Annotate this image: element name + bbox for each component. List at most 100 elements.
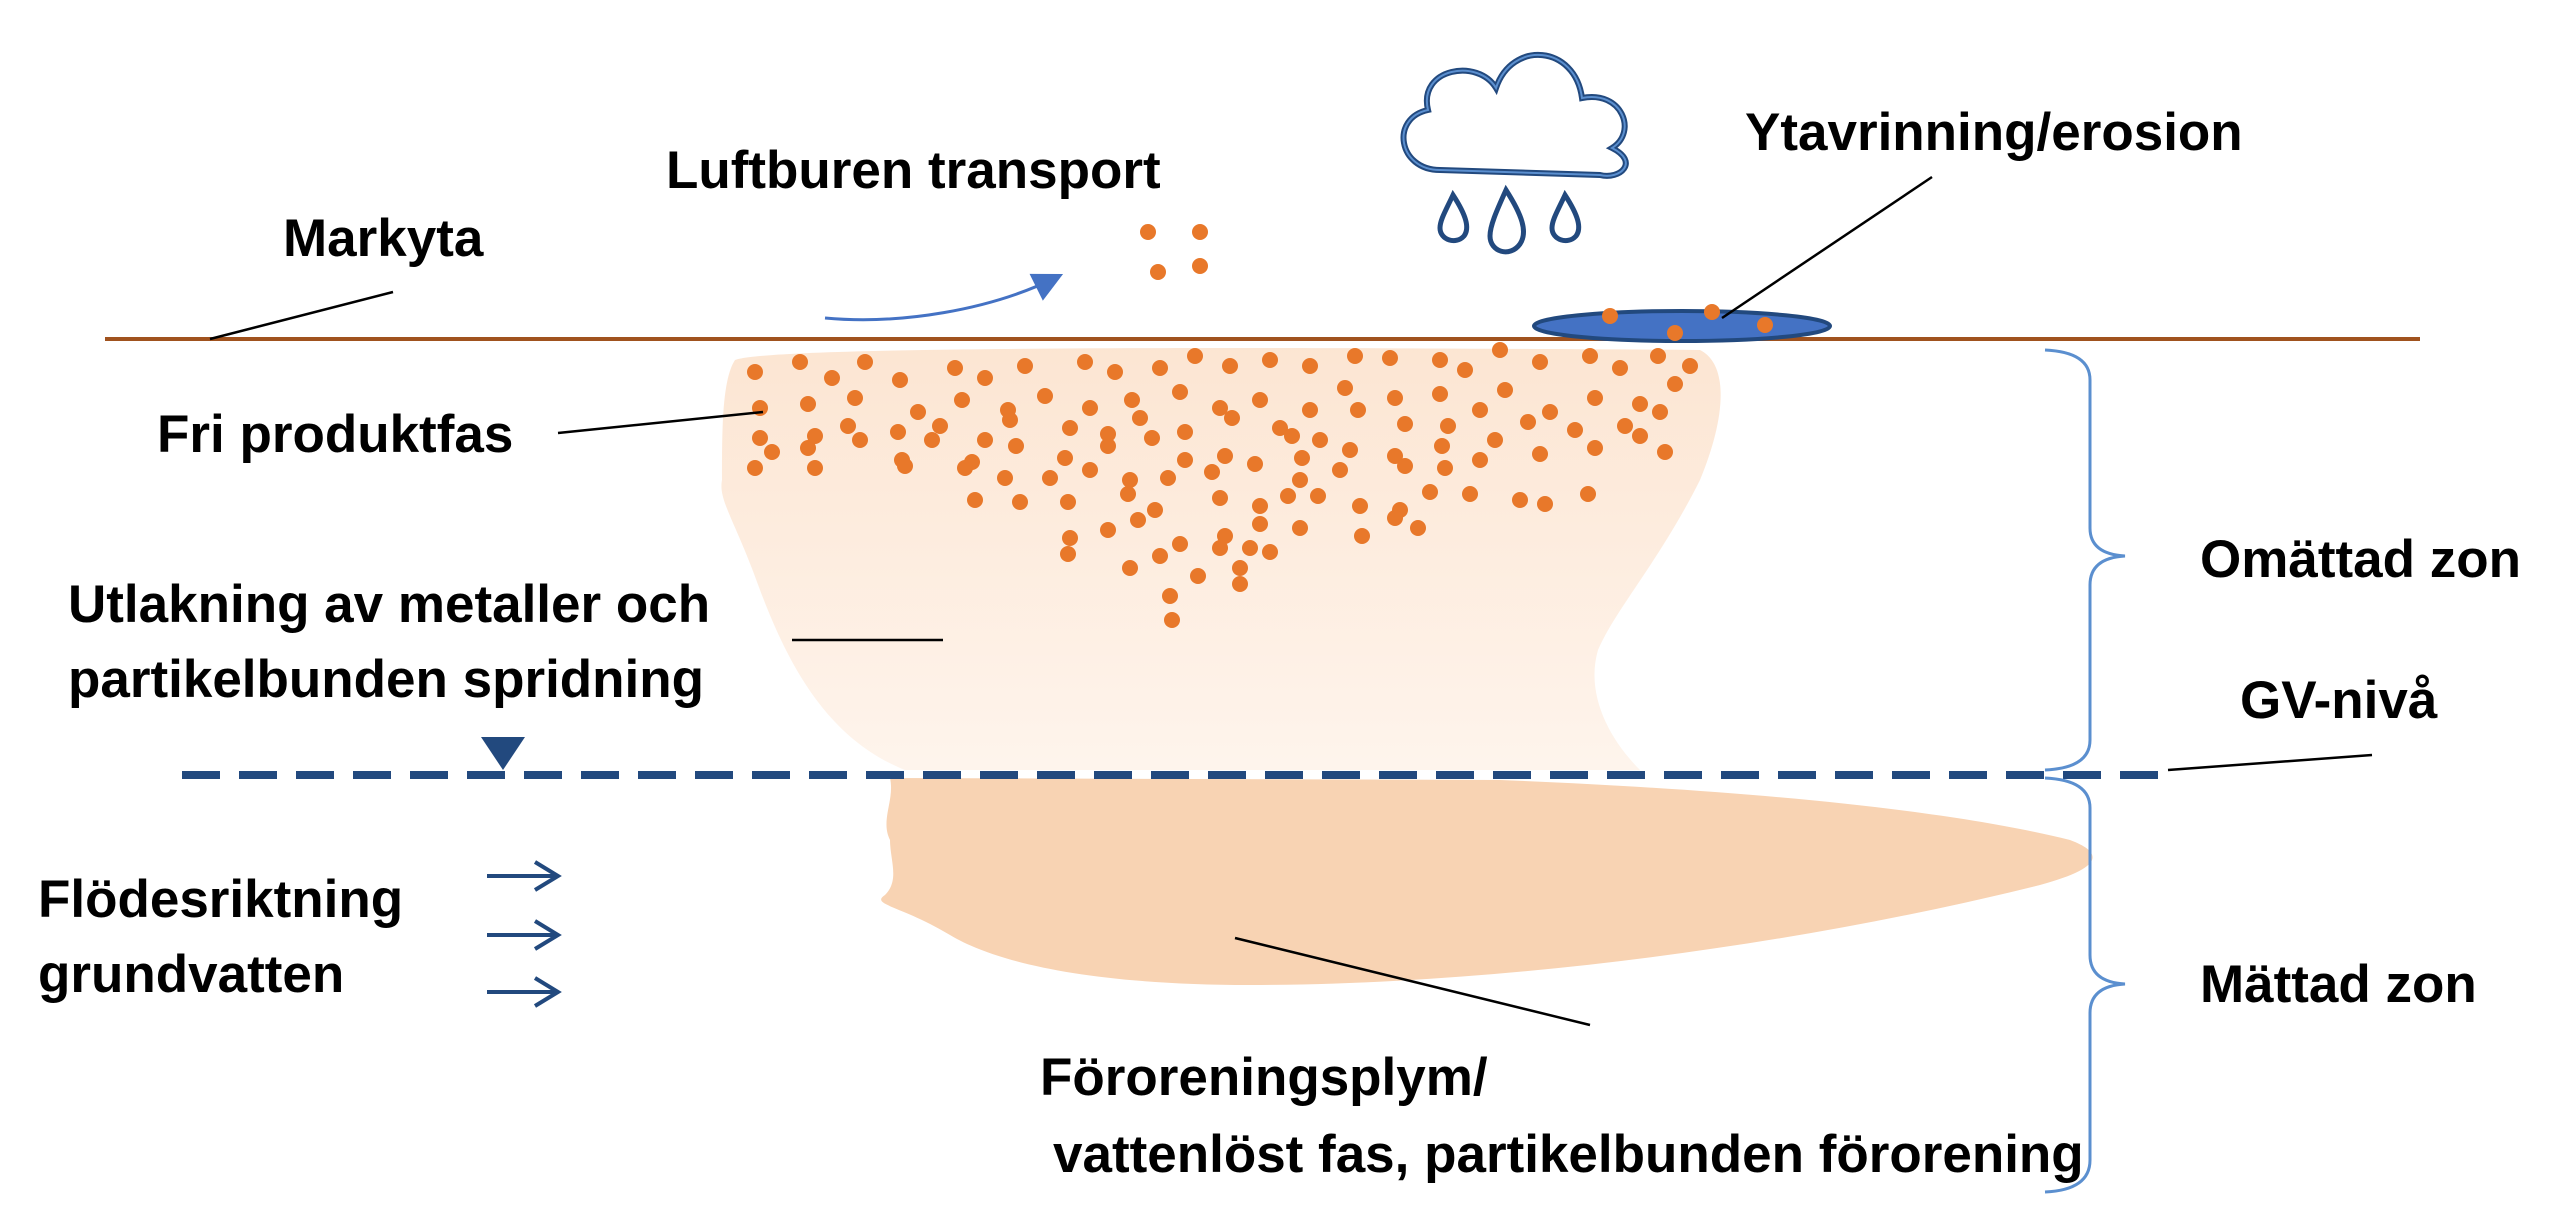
contaminant-particle	[1657, 444, 1673, 460]
contaminant-particle	[1192, 224, 1208, 240]
contaminant-particle	[1434, 438, 1450, 454]
contaminant-particle	[1144, 430, 1160, 446]
contaminant-particle	[1284, 428, 1300, 444]
contaminant-particle	[1612, 360, 1628, 376]
contaminant-particle	[1462, 486, 1478, 502]
leaching-label-line2: partikelbunden spridning	[68, 650, 704, 709]
contaminant-particle	[1354, 528, 1370, 544]
contaminant-particle	[1542, 404, 1558, 420]
contaminant-particle	[1617, 418, 1633, 434]
free-product-label: Fri produktfas	[157, 405, 513, 464]
rain-cloud-icon	[1400, 51, 1629, 255]
contaminant-particle	[1580, 486, 1596, 502]
contaminant-particle	[1172, 536, 1188, 552]
contaminant-particle	[1397, 458, 1413, 474]
contaminant-particle	[1342, 442, 1358, 458]
contaminant-particle	[1567, 422, 1583, 438]
contaminant-particle	[1232, 576, 1248, 592]
contaminant-particle	[1212, 490, 1228, 506]
contaminant-particle	[947, 360, 963, 376]
contaminant-particle	[1177, 424, 1193, 440]
contaminant-particle	[1632, 428, 1648, 444]
contaminant-particle	[1272, 420, 1288, 436]
contaminant-particle	[1652, 404, 1668, 420]
contaminant-particle	[910, 404, 926, 420]
contaminant-particle	[892, 372, 908, 388]
contaminant-particle	[1132, 410, 1148, 426]
surface-runoff-label: Ytavrinning/erosion	[1745, 103, 2243, 162]
contaminant-particle	[1217, 448, 1233, 464]
flow-direction-label-line1: Flödesriktning	[38, 870, 403, 929]
unsaturated-zone-bracket	[2044, 348, 2126, 772]
contaminant-particle	[1262, 544, 1278, 560]
contaminant-particle	[1147, 502, 1163, 518]
plume-label-line1: Föroreningsplym/	[1040, 1048, 1488, 1107]
contaminant-particle	[1212, 400, 1228, 416]
airborne-transport-label: Luftburen transport	[666, 141, 1161, 200]
contaminant-particle	[1042, 470, 1058, 486]
contaminant-particle	[1204, 464, 1220, 480]
contaminant-particle	[1704, 304, 1720, 320]
contaminant-particle	[1100, 426, 1116, 442]
flow-direction-label-line2: grundvatten	[38, 945, 344, 1004]
contaminant-particle	[1432, 352, 1448, 368]
saturated-zone-bracket	[2044, 776, 2126, 1194]
contaminant-particle	[1347, 348, 1363, 364]
unsaturated-zone-label: Omättad zon	[2200, 530, 2521, 589]
contaminant-particle	[1150, 264, 1166, 280]
contaminant-particle	[1062, 420, 1078, 436]
contaminant-particle	[1532, 354, 1548, 370]
contaminant-particle	[1632, 396, 1648, 412]
contaminant-particle	[747, 364, 763, 380]
contaminant-particle	[1262, 352, 1278, 368]
contaminant-particle	[847, 390, 863, 406]
contaminant-particle	[1280, 488, 1296, 504]
contaminant-particle	[1587, 390, 1603, 406]
contaminant-particle	[1457, 362, 1473, 378]
contaminant-particle	[1057, 450, 1073, 466]
plume-label-line2: vattenlöst fas, partikelbunden förorenin…	[1053, 1125, 2084, 1184]
contaminant-particle	[1060, 494, 1076, 510]
contaminant-particle	[1107, 364, 1123, 380]
contaminant-particle	[1520, 414, 1536, 430]
contaminant-particle	[764, 444, 780, 460]
contaminant-particle	[1757, 317, 1773, 333]
contaminant-particle	[1190, 568, 1206, 584]
contaminant-particle	[1002, 412, 1018, 428]
contaminant-particle	[1130, 512, 1146, 528]
contaminant-particle	[1120, 486, 1136, 502]
contaminant-particle	[1037, 388, 1053, 404]
contaminant-particle	[1082, 400, 1098, 416]
contaminant-particle	[924, 432, 940, 448]
contaminant-particle	[1387, 510, 1403, 526]
contaminant-particle	[1492, 342, 1508, 358]
contaminant-particle	[1252, 516, 1268, 532]
contaminant-particle	[1382, 350, 1398, 366]
contaminant-particle	[1232, 560, 1248, 576]
contaminant-particle	[1017, 358, 1033, 374]
contaminant-particle	[1350, 402, 1366, 418]
contaminant-particle	[897, 458, 913, 474]
contaminant-particle	[932, 418, 948, 434]
contaminant-particle	[1082, 462, 1098, 478]
contaminant-particle	[1177, 452, 1193, 468]
contaminant-particle	[840, 418, 856, 434]
contaminant-particle	[1487, 432, 1503, 448]
contaminant-particle	[1387, 448, 1403, 464]
contaminant-particle	[1124, 392, 1140, 408]
contaminant-particle	[1192, 258, 1208, 274]
contaminant-particle	[977, 370, 993, 386]
contaminant-particle	[1682, 358, 1698, 374]
contaminant-particle	[1294, 450, 1310, 466]
leader-lines	[209, 175, 2373, 1027]
contaminant-particle	[1077, 354, 1093, 370]
contaminant-particle	[1332, 462, 1348, 478]
contaminant-particle	[1252, 392, 1268, 408]
unsaturated-plume	[721, 348, 1721, 770]
contaminant-particle	[1100, 438, 1116, 454]
contaminant-particle	[1352, 498, 1368, 514]
contaminant-particle	[954, 392, 970, 408]
contaminant-particle	[1512, 492, 1528, 508]
contaminant-particle	[1122, 472, 1138, 488]
